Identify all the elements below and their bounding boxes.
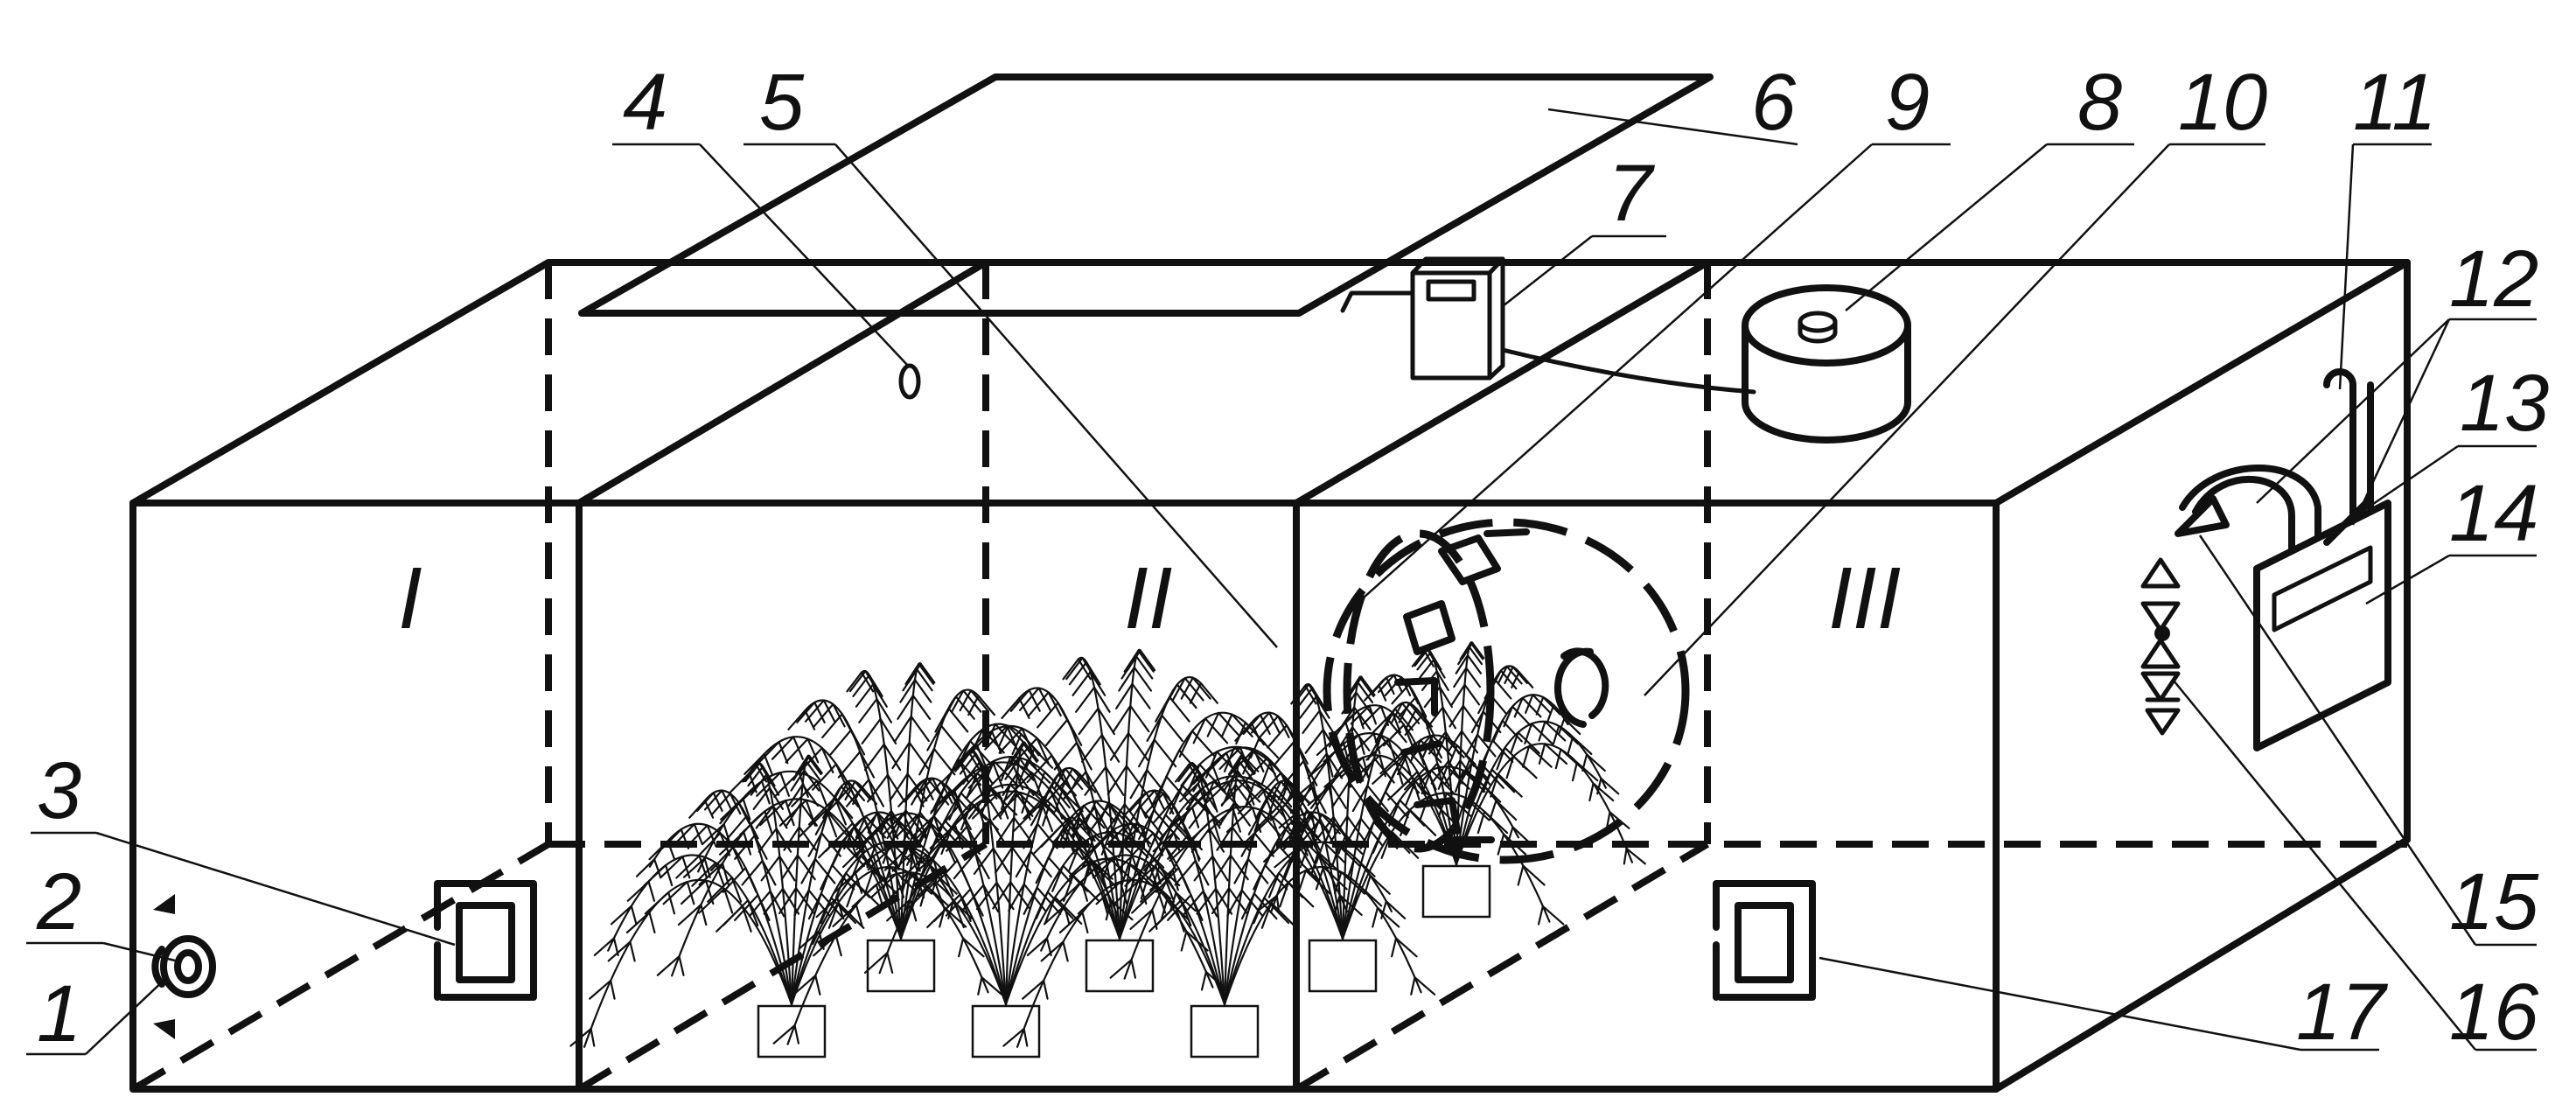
callout-11: 11 <box>2353 58 2437 147</box>
callout-8: 8 <box>2077 58 2122 147</box>
fan-unit <box>151 894 216 1039</box>
drum <box>1323 518 1690 864</box>
sensor <box>898 363 921 400</box>
plant <box>1256 641 1646 919</box>
plants <box>569 641 1646 1059</box>
callout-2: 2 <box>36 857 81 947</box>
leader-lines <box>26 108 2537 1056</box>
callout-14: 14 <box>2449 469 2538 558</box>
callout-3: 3 <box>37 746 81 835</box>
callout-13: 13 <box>2460 359 2549 448</box>
callout-5: 5 <box>759 58 805 147</box>
tank <box>1742 284 1911 444</box>
device-17 <box>1713 880 1816 1001</box>
compartment-label-2: II <box>1124 549 1173 647</box>
callout-10: 10 <box>2178 58 2267 147</box>
callout-17: 17 <box>2296 968 2388 1057</box>
callout-7: 7 <box>1608 149 1655 238</box>
callout-15: 15 <box>2449 857 2539 947</box>
right-side-equipment <box>2140 368 2391 751</box>
plant <box>1109 675 1565 993</box>
callout-9: 9 <box>1885 58 1930 147</box>
callout-6: 6 <box>1751 58 1797 147</box>
device-3 <box>434 880 537 1001</box>
box-outline <box>129 259 2411 1093</box>
callout-1: 1 <box>37 969 81 1059</box>
callout-12: 12 <box>2449 234 2538 324</box>
compartment-label-1: I <box>398 549 422 647</box>
compartment-label-3: III <box>1828 549 1901 647</box>
control-unit <box>1340 256 1756 395</box>
plant <box>863 648 1363 993</box>
hidden-edges <box>130 262 2407 1093</box>
callout-4: 4 <box>623 58 667 147</box>
top-panel <box>578 73 1714 317</box>
plant <box>656 662 1134 993</box>
callout-16: 16 <box>2449 968 2539 1057</box>
